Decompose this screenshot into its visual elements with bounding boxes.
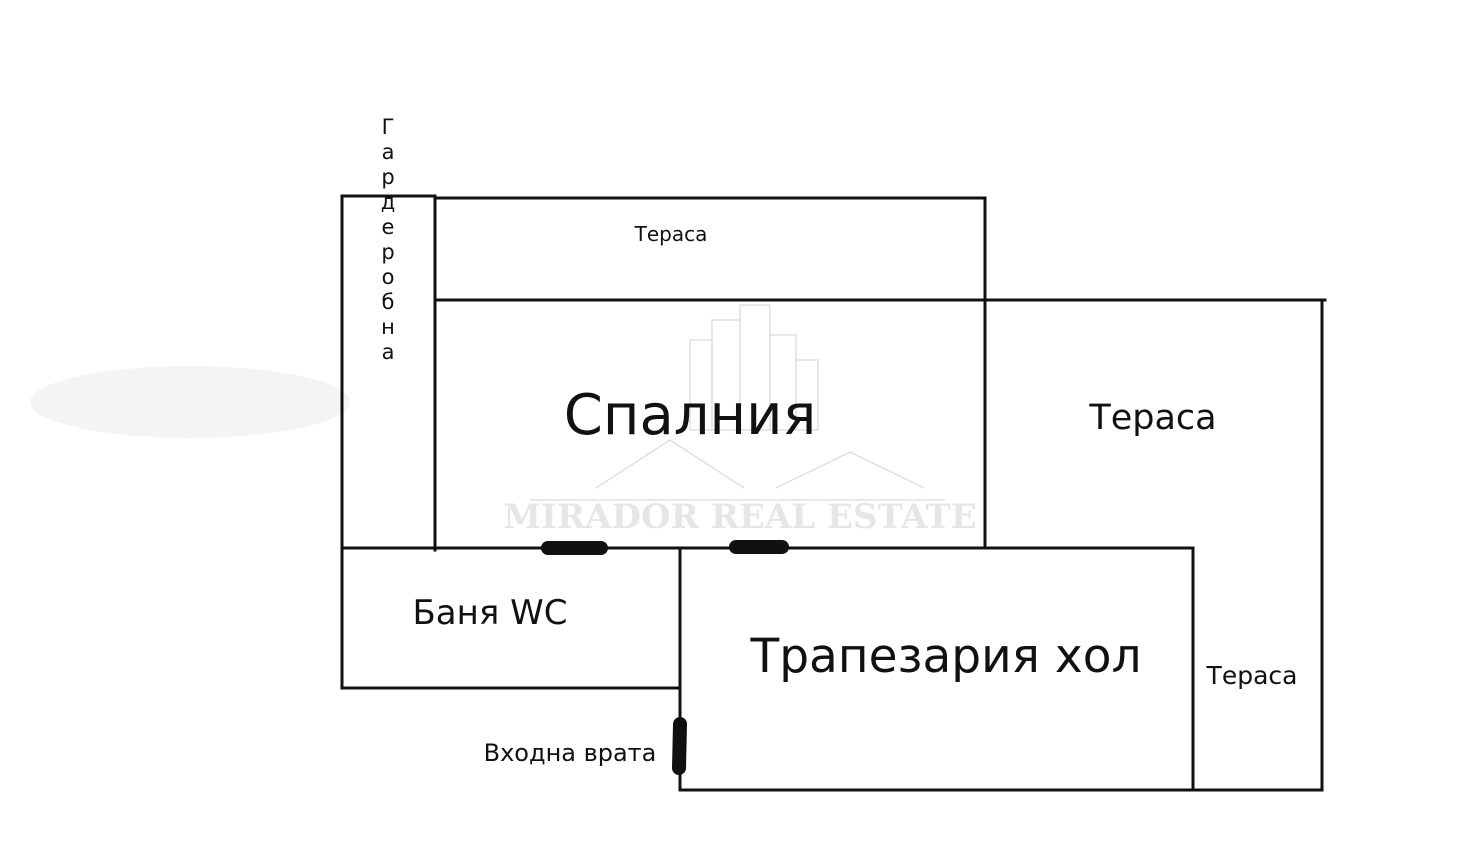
background-smudge (30, 366, 350, 438)
watermark-text: MIRADOR REAL ESTATE (503, 497, 976, 537)
entrance-door (672, 717, 687, 775)
doors (541, 540, 789, 775)
wardrobe-label: Гардеробна (376, 115, 400, 365)
bedroom-label: Спалния (564, 383, 817, 448)
dining-living-label: Трапезария хол (750, 629, 1142, 684)
terrace-top-label: Тераса (634, 222, 708, 246)
walls (340, 194, 1327, 792)
watermark-logo: MIRADOR REAL ESTATE (503, 304, 977, 537)
bathroom-label: Баня WC (412, 593, 567, 633)
entrance-label: Входна врата (484, 739, 657, 767)
terrace-side-label: Тераса (1206, 661, 1298, 690)
terrace-right-label: Тераса (1088, 398, 1216, 438)
